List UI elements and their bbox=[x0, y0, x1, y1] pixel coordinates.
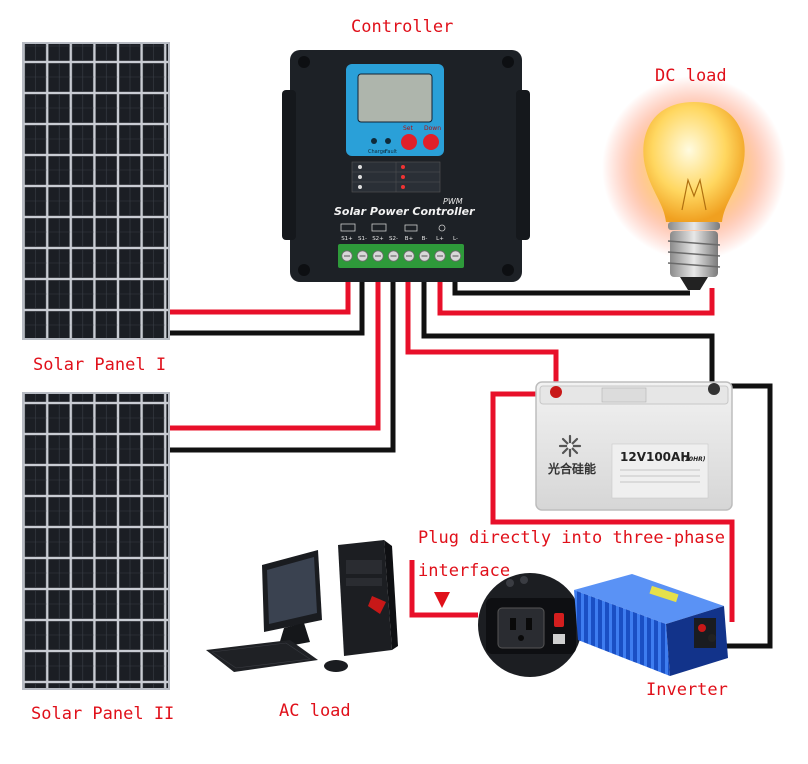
solar-panel-1-label: Solar Panel I bbox=[33, 355, 167, 375]
battery-rate: (10HR) bbox=[682, 456, 706, 463]
plug-note-line1: Plug directly into three-phase bbox=[418, 528, 726, 548]
charge-led bbox=[371, 138, 377, 144]
controller-mode-label: PWM bbox=[443, 197, 463, 206]
battery-brand: 光合硅能 bbox=[547, 461, 596, 476]
ac-load-label: AC load bbox=[279, 701, 351, 721]
wire-load-positive bbox=[437, 258, 715, 316]
set-button-label: Set bbox=[403, 125, 414, 132]
dc-load-label: DC load bbox=[655, 66, 727, 86]
wire-battery-negative bbox=[421, 258, 715, 392]
terminal-label: B- bbox=[422, 236, 428, 242]
controller-lcd bbox=[357, 73, 433, 123]
led-fault-label: Fault bbox=[385, 149, 397, 155]
solar-panel-2 bbox=[22, 392, 170, 690]
led-charge-label: Charge bbox=[368, 149, 386, 155]
set-button bbox=[401, 134, 417, 150]
dc-load-bulb bbox=[602, 76, 786, 290]
wire-panel1-negative bbox=[170, 258, 365, 336]
wire-inverter-positive bbox=[490, 391, 735, 622]
terminal-screws bbox=[341, 250, 462, 262]
terminal-label: L+ bbox=[436, 236, 444, 242]
solar-panel-1 bbox=[22, 42, 170, 340]
fault-led bbox=[385, 138, 391, 144]
brand-flower-icon bbox=[558, 434, 582, 458]
plug-note-line2: interface bbox=[418, 561, 511, 581]
solar-panel-2-label: Solar Panel II bbox=[31, 704, 175, 724]
inverter-socket-closeup bbox=[478, 573, 582, 677]
inverter-label: Inverter bbox=[646, 680, 728, 700]
wire-panel2-negative bbox=[170, 258, 396, 453]
charge-controller: Charge Fault Set Down PWM Solar Power Co… bbox=[282, 50, 530, 282]
controller-label: Controller bbox=[351, 17, 454, 37]
down-button-label: Down bbox=[424, 125, 441, 132]
battery-positive-terminal bbox=[550, 386, 562, 398]
battery-negative-terminal bbox=[708, 383, 720, 395]
power-switch bbox=[554, 613, 564, 627]
terminal-label: S2+ bbox=[372, 236, 384, 242]
terminal-label: S2- bbox=[389, 236, 398, 242]
wire-inverter-negative bbox=[722, 383, 773, 649]
inverter bbox=[574, 574, 728, 676]
controller-title: Solar Power Controller bbox=[334, 205, 475, 218]
battery: 12V100AH (10HR) 光合硅能 bbox=[535, 381, 733, 511]
down-button bbox=[423, 134, 439, 150]
wire-battery-positive bbox=[405, 258, 559, 392]
terminal-label: B+ bbox=[405, 236, 414, 242]
terminal-label: S1- bbox=[358, 236, 367, 242]
wire-panel2-positive bbox=[170, 258, 381, 431]
terminal-block bbox=[338, 244, 464, 268]
terminal-label: L- bbox=[453, 236, 458, 242]
ac-load-computer bbox=[206, 540, 398, 672]
terminal-labels: S1+ S1- S2+ S2- B+ B- L+ L- bbox=[341, 236, 458, 242]
battery-model: 12V100AH bbox=[620, 450, 690, 464]
wire-ac-output bbox=[409, 560, 478, 618]
ac-outlet bbox=[497, 607, 545, 649]
down-arrow-icon bbox=[434, 592, 450, 608]
terminal-label: S1+ bbox=[341, 236, 353, 242]
